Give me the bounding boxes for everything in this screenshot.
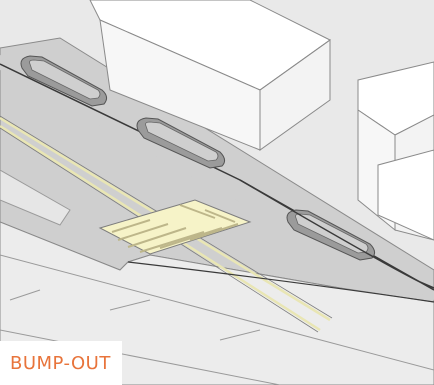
caption-label: BUMP-OUT: [10, 353, 111, 374]
caption-box: BUMP-OUT: [0, 341, 122, 385]
